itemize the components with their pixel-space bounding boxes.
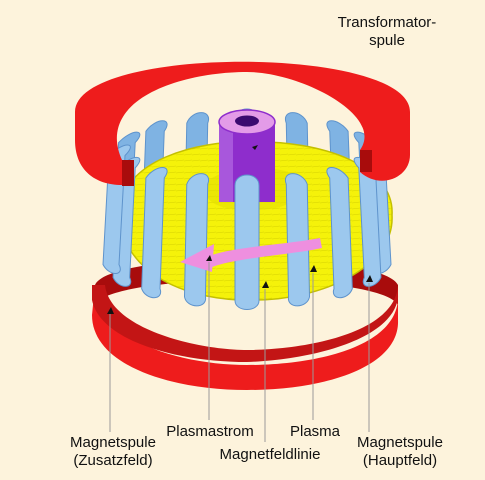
- lower-poloidal-coil-front: [92, 285, 399, 390]
- label-magnet-coil-additional: Magnetspule (Zusatzfeld): [48, 434, 178, 470]
- label-plasma: Plasma: [289, 423, 341, 440]
- toroidal-coil: [183, 173, 210, 307]
- label-transformator-coil-line1: Transformator-: [337, 14, 437, 31]
- label-magnet-coil-main-line2: (Hauptfeld): [362, 452, 438, 469]
- toroidal-coils-front: [102, 144, 392, 310]
- label-magnet-coil-additional-line1: Magnetspule: [70, 434, 156, 451]
- label-transformator-coil: Transformator- spule: [312, 14, 462, 50]
- current-arrow-icon: [180, 238, 322, 272]
- toroidal-coil: [234, 174, 260, 310]
- transformator-coil: [75, 61, 410, 186]
- label-transformator-coil-line2: spule: [369, 32, 405, 49]
- label-magnet-coil-additional-line2: (Zusatzfeld): [73, 452, 153, 469]
- label-magnetic-field-line: Magnetfeldlinie: [219, 446, 321, 463]
- toroidal-coil: [284, 173, 311, 307]
- label-plasma-current: Plasmastrom: [166, 423, 254, 440]
- toroidal-coil: [141, 166, 168, 299]
- toroidal-coil: [353, 156, 382, 287]
- toroidal-coil: [326, 166, 353, 299]
- label-magnet-coil-main-line1: Magnetspule: [357, 434, 443, 451]
- pointer-arrowheads: [107, 145, 373, 314]
- label-magnet-coil-main: Magnetspule (Hauptfeld): [335, 434, 465, 470]
- leader-lines: [109, 262, 370, 442]
